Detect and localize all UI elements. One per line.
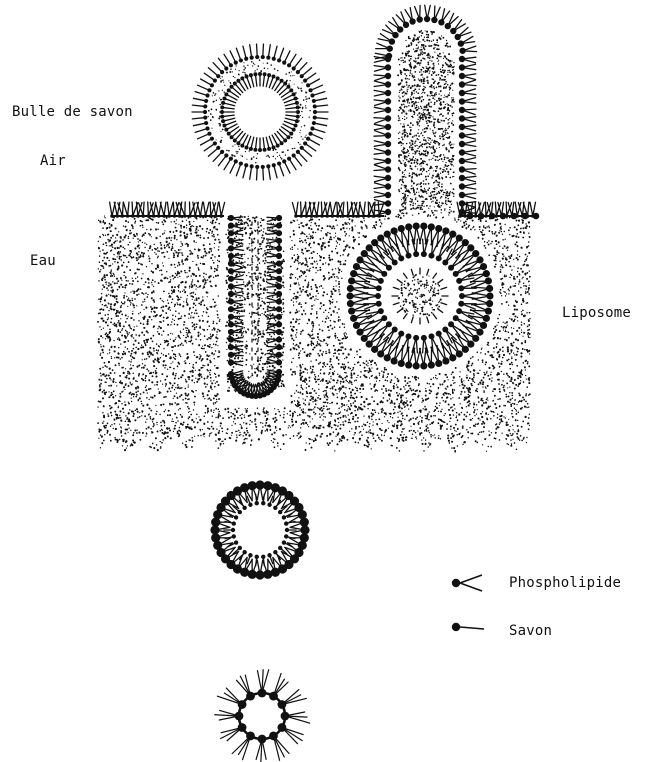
phospholipid-head-icon (452, 579, 460, 587)
air-label: Air (40, 153, 66, 169)
air-water-interface-monolayer (110, 202, 540, 219)
bilayer-vesicle (210, 480, 309, 579)
legend-phospholipid-label: Phospholipide (509, 575, 621, 591)
liposome-label: Liposome (562, 305, 631, 321)
legend-soap-label: Savon (509, 623, 552, 639)
soap-head-icon (452, 623, 460, 631)
water-label: Eau (30, 253, 56, 269)
phospholipid-tails-icon (460, 575, 482, 591)
soap-bubble (192, 44, 328, 180)
liposome (344, 220, 496, 372)
micelle (215, 670, 310, 762)
soap-bubble-label: Bulle de savon (12, 104, 133, 120)
soap-tail-icon (460, 627, 484, 629)
legend-icons (452, 575, 484, 631)
rising-tube-interior (397, 30, 455, 217)
